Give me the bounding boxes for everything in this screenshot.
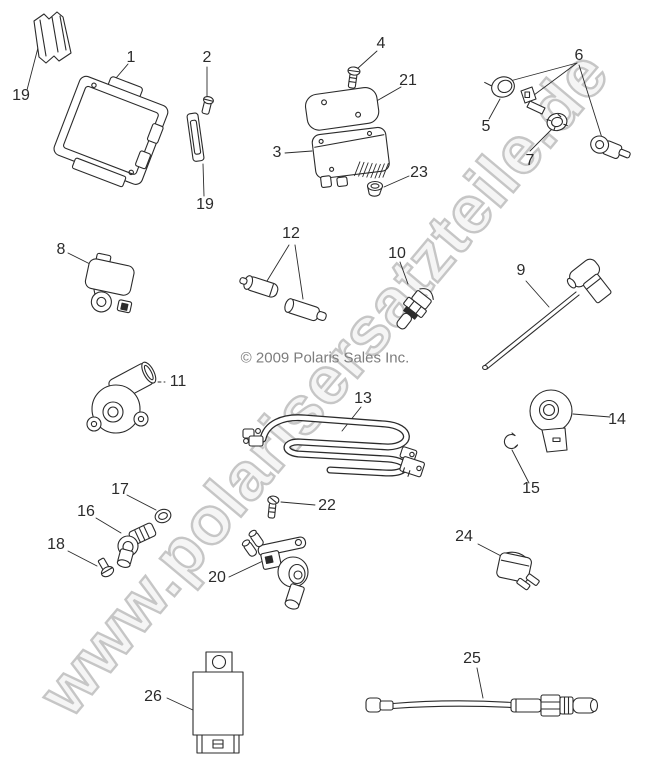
part-valve-assembly-drawing xyxy=(239,529,308,611)
part-tps-drawing xyxy=(87,360,159,433)
part-cover-plate-drawing xyxy=(304,86,380,132)
callout-6-group: 6 xyxy=(574,47,584,64)
callout-23-grommet: 23 xyxy=(410,164,428,181)
callout-26-relay: 26 xyxy=(144,688,162,705)
part-cap-plug-b-drawing xyxy=(283,298,328,324)
part-harness-drawing xyxy=(243,418,428,480)
part-switch-drawing xyxy=(494,550,545,595)
callout-24-switch: 24 xyxy=(455,528,473,545)
callout-2-screw: 2 xyxy=(202,49,212,66)
part-ecu-drawing xyxy=(49,66,174,193)
callout-25-o2: 25 xyxy=(463,650,481,667)
callout-19-clip: 19 xyxy=(12,87,30,104)
callout-18-bolt: 18 xyxy=(47,536,65,553)
callout-11-tps: 11 xyxy=(169,373,187,390)
part-sensor-6-drawing xyxy=(588,133,632,164)
part-key-plate-drawing xyxy=(521,87,545,114)
part-knock-sensor-drawing xyxy=(530,390,572,452)
callout-4-screw: 4 xyxy=(376,35,386,52)
callout-14-knock: 14 xyxy=(608,411,626,428)
part-cap-plug-a-drawing xyxy=(238,273,279,298)
callout-20-valve: 20 xyxy=(208,569,226,586)
callout-13-harness: 13 xyxy=(354,390,372,407)
part-screw-2-drawing xyxy=(200,96,214,115)
copyright-text: © 2009 Polaris Sales Inc. xyxy=(240,349,410,367)
part-screw-22-drawing xyxy=(266,496,279,519)
part-o2-sensor-drawing xyxy=(366,695,598,716)
part-oring-drawing xyxy=(153,507,172,525)
part-screw-4-drawing xyxy=(346,66,361,88)
part-module-box-drawing xyxy=(311,127,391,190)
callout-1-ecu: 1 xyxy=(126,49,136,66)
callout-19-bracket: 19 xyxy=(196,196,214,213)
callout-15-clip: 15 xyxy=(522,480,540,497)
part-cap-drawing xyxy=(485,74,517,102)
callout-5-cap: 5 xyxy=(481,118,491,135)
callout-21-plate: 21 xyxy=(399,72,417,89)
part-elbow-fitting-drawing xyxy=(117,522,157,569)
part-sensor-rod-drawing xyxy=(483,256,617,369)
callout-3-module: 3 xyxy=(272,144,282,161)
callout-8-map: 8 xyxy=(56,241,66,258)
part-bracket-strip-drawing xyxy=(187,113,205,162)
callout-9-rod: 9 xyxy=(516,262,526,279)
callout-12-caps: 12 xyxy=(282,225,300,242)
callout-17-oring: 17 xyxy=(111,481,129,498)
callout-10-temp: 10 xyxy=(388,245,406,262)
part-bolt-18-drawing xyxy=(95,556,116,579)
part-ring-nut-drawing xyxy=(545,111,569,133)
part-temp-sensor-drawing xyxy=(390,283,437,335)
part-mounting-clip-drawing xyxy=(34,12,71,63)
part-grommet-drawing xyxy=(368,182,383,197)
part-relay-drawing xyxy=(193,652,243,753)
part-retaining-clip-drawing xyxy=(504,433,517,449)
callout-22-screw: 22 xyxy=(318,497,336,514)
callout-16-elbow: 16 xyxy=(77,503,95,520)
callout-7-ring: 7 xyxy=(525,152,535,169)
part-map-sensor-drawing xyxy=(80,252,141,318)
